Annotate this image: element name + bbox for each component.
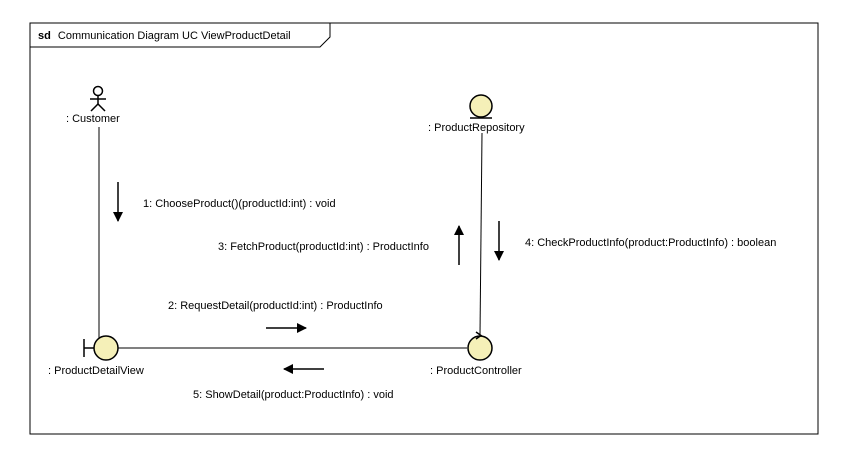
message-1[interactable]: 1: ChooseProduct()(productId:int) : void bbox=[113, 182, 336, 222]
message-4[interactable]: 4: CheckProductInfo(product:ProductInfo)… bbox=[494, 221, 776, 261]
frame-title: Communication Diagram UC ViewProductDeta… bbox=[58, 30, 291, 42]
product-detail-view-object[interactable]: : ProductDetailView bbox=[48, 335, 144, 377]
product-repository-label: : ProductRepository bbox=[428, 122, 525, 134]
customer-label: : Customer bbox=[66, 113, 120, 125]
object-links bbox=[98, 127, 483, 349]
message-2-label: 2: RequestDetail(productId:int) : Produc… bbox=[168, 300, 383, 312]
message-5[interactable]: 5: ShowDetail(product:ProductInfo) : voi… bbox=[193, 364, 394, 401]
diagram-frame: sd Communication Diagram UC ViewProductD… bbox=[29, 22, 819, 435]
entity-icon bbox=[469, 94, 493, 119]
control-icon bbox=[467, 331, 493, 361]
svg-text:sd Communication Diagram: sd Communication Diagram UC ViewProductD… bbox=[38, 30, 291, 42]
boundary-icon bbox=[83, 335, 119, 361]
customer-object[interactable]: : Customer bbox=[66, 85, 120, 126]
message-3[interactable]: 3: FetchProduct(productId:int) : Product… bbox=[218, 225, 464, 265]
product-detail-view-label: : ProductDetailView bbox=[48, 365, 144, 377]
message-4-label: 4: CheckProductInfo(product:ProductInfo)… bbox=[525, 237, 776, 249]
frame-keyword: sd bbox=[38, 30, 51, 42]
message-1-label: 1: ChooseProduct()(productId:int) : void bbox=[143, 198, 336, 210]
product-repository-object[interactable]: : ProductRepository bbox=[428, 94, 525, 134]
product-controller-object[interactable]: : ProductController bbox=[430, 331, 522, 377]
message-3-label: 3: FetchProduct(productId:int) : Product… bbox=[218, 241, 429, 253]
message-5-label: 5: ShowDetail(product:ProductInfo) : voi… bbox=[193, 389, 394, 401]
actor-icon bbox=[90, 85, 106, 112]
message-2[interactable]: 2: RequestDetail(productId:int) : Produc… bbox=[168, 300, 383, 333]
link-repository-controller bbox=[479, 132, 483, 336]
product-controller-label: : ProductController bbox=[430, 365, 522, 377]
